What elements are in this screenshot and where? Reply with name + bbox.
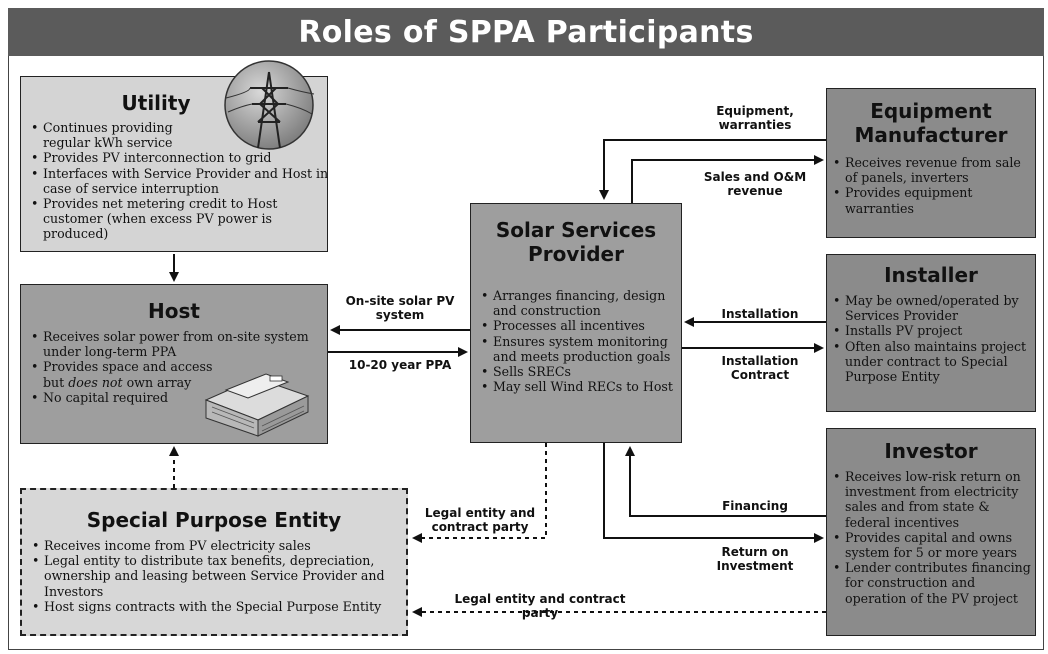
utility-box: Utility Continues providing regular kWh … (20, 76, 328, 252)
equipment-warranties-label: Equipment, warranties (716, 104, 794, 132)
installer-list: May be owned/operated by Services Provid… (827, 293, 1035, 384)
host-item: Provides space and access but does not o… (31, 359, 213, 389)
onsite-solar-label: On-site solar PV system (345, 294, 455, 322)
ppa-label: 10-20 year PPA (348, 358, 452, 372)
installer-title: Installer (884, 263, 978, 287)
financing-label: Financing (722, 499, 788, 513)
investor-box: Investor Receives low-risk return on inv… (826, 428, 1036, 636)
power-tower-icon (224, 60, 315, 150)
investor-title: Investor (884, 439, 978, 463)
sales-om-revenue-label: Sales and O&M revenue (703, 170, 807, 198)
spe-item: Legal entity to distribute tax benefits,… (32, 553, 387, 599)
installer-box: Installer May be owned/operated by Servi… (826, 254, 1036, 412)
spe-item: Receives income from PV electricity sale… (32, 538, 387, 553)
host-title: Host (148, 299, 200, 323)
host-item-text: Provides space and access but (43, 359, 213, 390)
installer-item: Often also maintains project under contr… (833, 339, 1035, 385)
investor-item: Provides capital and owns system for 5 o… (833, 530, 1035, 560)
equipment-warranties-arrow (599, 139, 826, 200)
ssp-item: May sell Wind RECs to Host (481, 379, 676, 394)
utility-list: Continues providing regular kWh service … (21, 120, 331, 242)
ssp-item: Ensures system monitoring and meets prod… (481, 334, 676, 364)
installer-item: Installs PV project (833, 323, 1035, 338)
ssp-list: Arranges financing, design and construct… (471, 288, 676, 395)
ssp-item: Processes all incentives (481, 318, 676, 333)
installer-item: May be owned/operated by Services Provid… (833, 293, 1035, 323)
return-investment-arrow (603, 443, 824, 543)
manufacturer-box: Equipment Manufacturer Receives revenue … (826, 88, 1036, 238)
utility-title: Utility (121, 91, 191, 115)
legal-entity-label-2: Legal entity and contract party (454, 592, 626, 620)
utility-item: Continues providing regular kWh service (31, 120, 193, 150)
manufacturer-list: Receives revenue from sale of panels, in… (827, 155, 1035, 216)
investor-item: Receives low-risk return on investment f… (833, 469, 1035, 530)
spe-item: Host signs contracts with the Special Pu… (32, 599, 387, 614)
utility-item: Interfaces with Service Provider and Hos… (31, 166, 331, 196)
ssp-box: Solar Services Provider Arranges financi… (470, 203, 682, 443)
return-investment-label: Return on Investment (716, 545, 794, 573)
spe-title: Special Purpose Entity (86, 508, 342, 532)
manufacturer-item: Provides equipment warranties (833, 185, 1035, 215)
host-item-emphasis: does not (68, 374, 123, 390)
spe-box: Special Purpose Entity Receives income f… (20, 488, 408, 636)
host-item: No capital required (31, 390, 327, 405)
utility-item: Provides PV interconnection to grid (31, 150, 331, 165)
installation-label: Installation (721, 307, 799, 321)
manufacturer-title: Equipment Manufacturer (854, 99, 1008, 147)
host-item-text: own array (122, 374, 192, 390)
investor-item: Lender contributes financing for constru… (833, 560, 1035, 606)
ssp-item: Sells SRECs (481, 364, 676, 379)
host-item: Receives solar power from on-site system… (31, 329, 313, 359)
utility-item: Provides net metering credit to Host cus… (31, 196, 331, 242)
manufacturer-item: Receives revenue from sale of panels, in… (833, 155, 1035, 185)
financing-arrow (625, 446, 826, 517)
host-list: Receives solar power from on-site system… (21, 329, 327, 405)
installation-contract-label: Installation Contract (721, 354, 799, 382)
legal-entity-label-1: Legal entity and contract party (424, 506, 536, 534)
sales-revenue-arrow (631, 155, 824, 203)
diagram-title: Roles of SPPA Participants (8, 8, 1044, 56)
building-icon (204, 373, 310, 437)
ssp-title: Solar Services Provider (495, 218, 657, 266)
ssp-item: Arranges financing, design and construct… (481, 288, 676, 318)
investor-list: Receives low-risk return on investment f… (827, 469, 1035, 606)
spe-list: Receives income from PV electricity sale… (22, 538, 387, 614)
